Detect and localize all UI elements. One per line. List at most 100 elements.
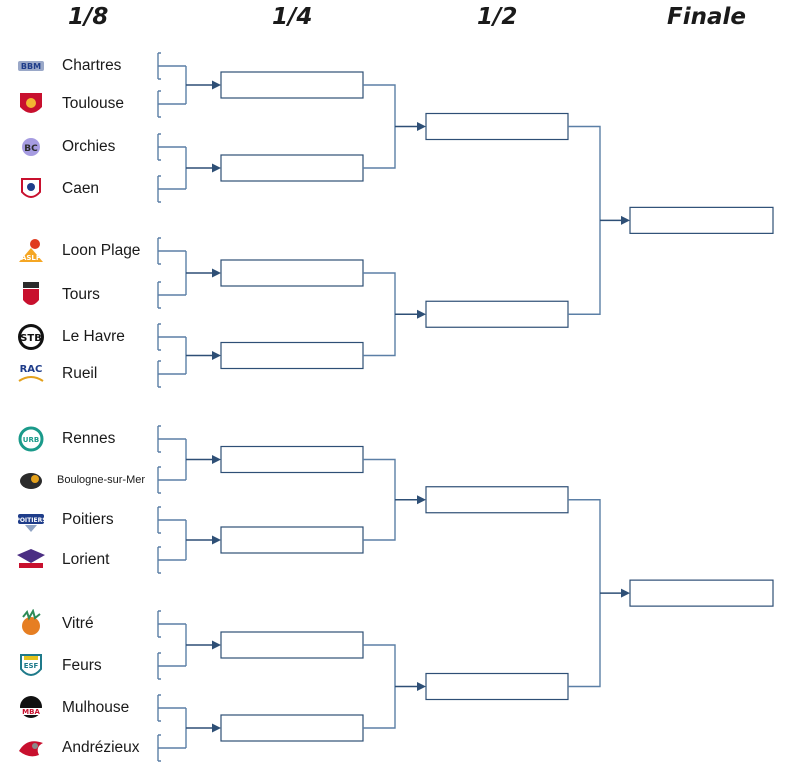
team-row: Vitré <box>14 607 160 641</box>
rueil-logo-icon: RAC <box>14 358 48 390</box>
team-brace-10 <box>157 467 186 493</box>
mulhouse-logo-icon: MBA <box>14 692 48 724</box>
r16-arrow-4 <box>212 351 221 360</box>
sf-slot-3 <box>425 486 569 514</box>
final-slot-1 <box>629 206 774 234</box>
qf-arrow-3 <box>417 495 426 505</box>
team-name: Andrézieux <box>62 739 140 756</box>
team-name: Caen <box>62 180 100 197</box>
r16-arrow-5 <box>212 455 221 464</box>
team-brace-ticks-2 <box>158 133 161 203</box>
tours-logo-icon <box>14 279 48 311</box>
r16-arrow-8 <box>212 723 221 733</box>
team-name: Boulogne-sur-Mer <box>57 474 146 486</box>
qf-join-1 <box>363 84 396 169</box>
team-brace-1 <box>157 53 186 79</box>
team-brace-ticks-1 <box>158 52 161 118</box>
final-slot-2 <box>629 579 774 607</box>
sf-arrow-2 <box>621 588 630 598</box>
team-row: URB Rennes <box>14 422 160 456</box>
svg-text:RAC: RAC <box>20 364 43 375</box>
team-brace-9 <box>157 426 186 452</box>
svg-text:BC: BC <box>24 144 38 154</box>
team-brace-ticks-5 <box>158 425 161 494</box>
team-row: Lorient <box>14 543 160 577</box>
team-brace-3 <box>157 134 186 160</box>
team-row: MBA Mulhouse <box>14 691 160 725</box>
qf-join-2 <box>363 272 396 357</box>
poitiers-logo-icon: POITIERS <box>14 504 48 536</box>
round-title-qf: 1/4 <box>272 4 313 30</box>
qf-slot-3 <box>220 259 364 287</box>
r16-arrow-6 <box>212 535 221 545</box>
svg-text:ESF: ESF <box>24 662 39 670</box>
toulouse-logo-icon <box>14 88 48 120</box>
boulogne-logo-icon <box>14 464 48 496</box>
team-brace-ticks-6 <box>158 506 161 574</box>
team-name: Lorient <box>62 551 110 568</box>
feurs-logo-icon: ESF <box>14 650 48 682</box>
team-brace-16 <box>157 735 186 761</box>
sf-slot-2 <box>425 300 569 328</box>
sf-arrow-1 <box>621 215 630 225</box>
team-name: Mulhouse <box>62 699 130 716</box>
svg-text:BBM: BBM <box>21 62 41 71</box>
round-title-sf: 1/2 <box>477 4 518 30</box>
chartres-logo-icon: BBM <box>14 50 48 82</box>
svg-text:STB: STB <box>20 333 42 344</box>
team-brace-8 <box>157 361 186 387</box>
orchies-logo-icon: BC <box>14 131 48 163</box>
team-row: RAC Rueil <box>14 357 160 391</box>
team-name: Rennes <box>62 430 116 447</box>
team-row: STB Le Havre <box>14 320 160 354</box>
team-brace-11 <box>157 507 186 533</box>
team-name: Orchies <box>62 138 116 155</box>
team-brace-4 <box>157 176 186 202</box>
andrezieux-logo-icon <box>14 732 48 764</box>
qf-slot-6 <box>220 526 364 554</box>
rennes-logo-icon: URB <box>14 423 48 455</box>
qf-join-3 <box>363 458 396 541</box>
team-brace-ticks-4 <box>158 323 161 388</box>
svg-text:ASLP: ASLP <box>21 254 41 262</box>
r16-arrow-3 <box>212 268 221 278</box>
team-brace-ticks-7 <box>158 610 161 680</box>
svg-text:URB: URB <box>23 436 39 444</box>
team-brace-ticks-8 <box>158 694 161 762</box>
qf-arrow-1 <box>417 122 426 131</box>
round-title-r16: 1/8 <box>68 4 109 30</box>
team-brace-15 <box>157 695 186 721</box>
round-title-final: Finale <box>667 4 746 30</box>
qf-arrow-4 <box>417 682 426 691</box>
svg-text:MBA: MBA <box>22 708 40 716</box>
qf-slot-8 <box>220 714 364 742</box>
qf-slot-1 <box>220 71 364 99</box>
loon-plage-logo-icon: ASLP <box>14 235 48 267</box>
team-row: Andrézieux <box>14 731 160 765</box>
team-name: Le Havre <box>62 328 125 345</box>
team-name: Rueil <box>62 365 98 382</box>
r16-arrow-1 <box>212 80 221 90</box>
lorient-logo-icon <box>14 544 48 576</box>
qf-join-4 <box>363 644 396 729</box>
team-name: Tours <box>62 286 100 303</box>
team-brace-5 <box>157 238 186 264</box>
team-brace-12 <box>157 547 186 573</box>
sf-slot-4 <box>425 672 569 701</box>
qf-slot-5 <box>220 445 364 474</box>
team-brace-7 <box>157 324 186 350</box>
team-row: Toulouse <box>14 87 160 121</box>
team-row: Tours <box>14 278 160 312</box>
team-name: Toulouse <box>62 95 125 112</box>
team-brace-2 <box>157 91 186 117</box>
vitre-logo-icon <box>14 608 48 640</box>
le-havre-logo-icon: STB <box>14 321 48 353</box>
svg-text:POITIERS: POITIERS <box>15 517 46 524</box>
r16-arrow-7 <box>212 640 221 650</box>
qf-slot-2 <box>220 154 364 182</box>
team-name: Poitiers <box>62 511 114 528</box>
